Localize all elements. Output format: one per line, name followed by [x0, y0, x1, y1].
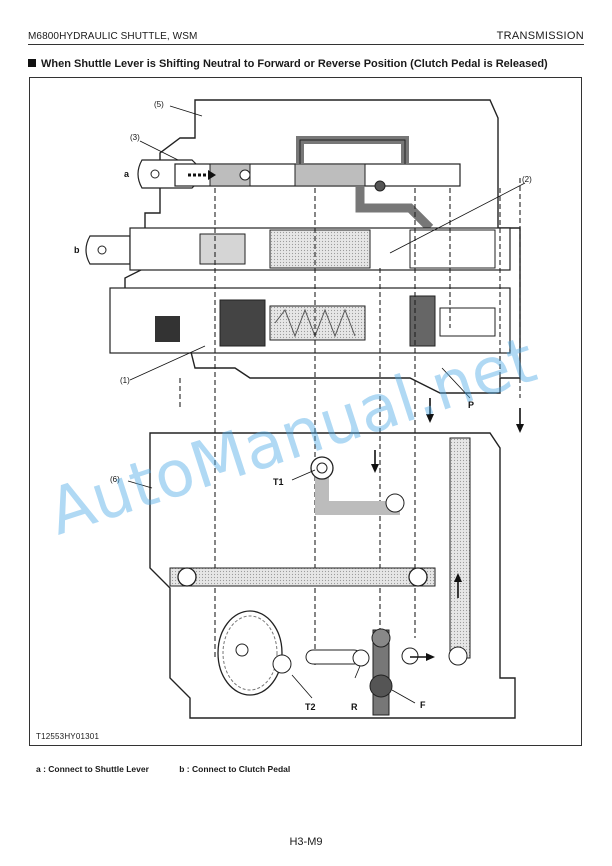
t2-reservoir: [217, 610, 283, 696]
callout-5: (5): [154, 100, 164, 109]
page-number: H3-M9: [289, 836, 323, 848]
callout-3: (3): [130, 133, 140, 142]
section-title: When Shuttle Lever is Shifting Neutral t…: [28, 58, 548, 70]
figure-frame: (1) (2) (3) (5) (6) a b P T1 T2 R F T125…: [29, 77, 582, 746]
callout-t2: T2: [305, 702, 316, 712]
clutch-pedal-arm: [85, 235, 131, 265]
callout-r: R: [351, 702, 358, 712]
header-rule: [28, 44, 584, 45]
legend-a: a : Connect to Shuttle Lever: [36, 764, 149, 774]
figure-legend: a : Connect to Shuttle Lever b : Connect…: [36, 764, 318, 774]
callout-a: a: [124, 169, 130, 179]
callout-b: b: [74, 245, 80, 255]
callout-p: P: [468, 400, 474, 410]
flow-arrows: [371, 414, 524, 661]
piston: [219, 299, 266, 347]
t1-passage: [315, 468, 400, 515]
vertical-right-passage: [449, 437, 471, 659]
lower-horizontal-passage: [169, 567, 436, 587]
upper-passage: [296, 136, 409, 164]
callout-t1: T1: [273, 477, 284, 487]
header-section: TRANSMISSION: [496, 30, 584, 42]
callout-6: (6): [110, 475, 120, 484]
leader-lines: [127, 105, 526, 704]
bullet-square-icon: [28, 59, 36, 67]
callout-1: (1): [120, 376, 130, 385]
callout-f: F: [420, 700, 426, 710]
figure-id: T12553HY01301: [36, 732, 100, 741]
callout-2: (2): [522, 175, 532, 184]
header-manual-title: M6800HYDRAULIC SHUTTLE, WSM: [28, 31, 198, 42]
hydraulic-diagram: (1) (2) (3) (5) (6) a b P T1 T2 R F: [74, 99, 532, 719]
lower-valve-body: [149, 432, 516, 719]
legend-b: b : Connect to Clutch Pedal: [179, 764, 291, 774]
upper-valve-housing: [124, 99, 521, 394]
detent-ball: [239, 169, 251, 181]
section-title-text: When Shuttle Lever is Shifting Neutral t…: [41, 58, 548, 70]
